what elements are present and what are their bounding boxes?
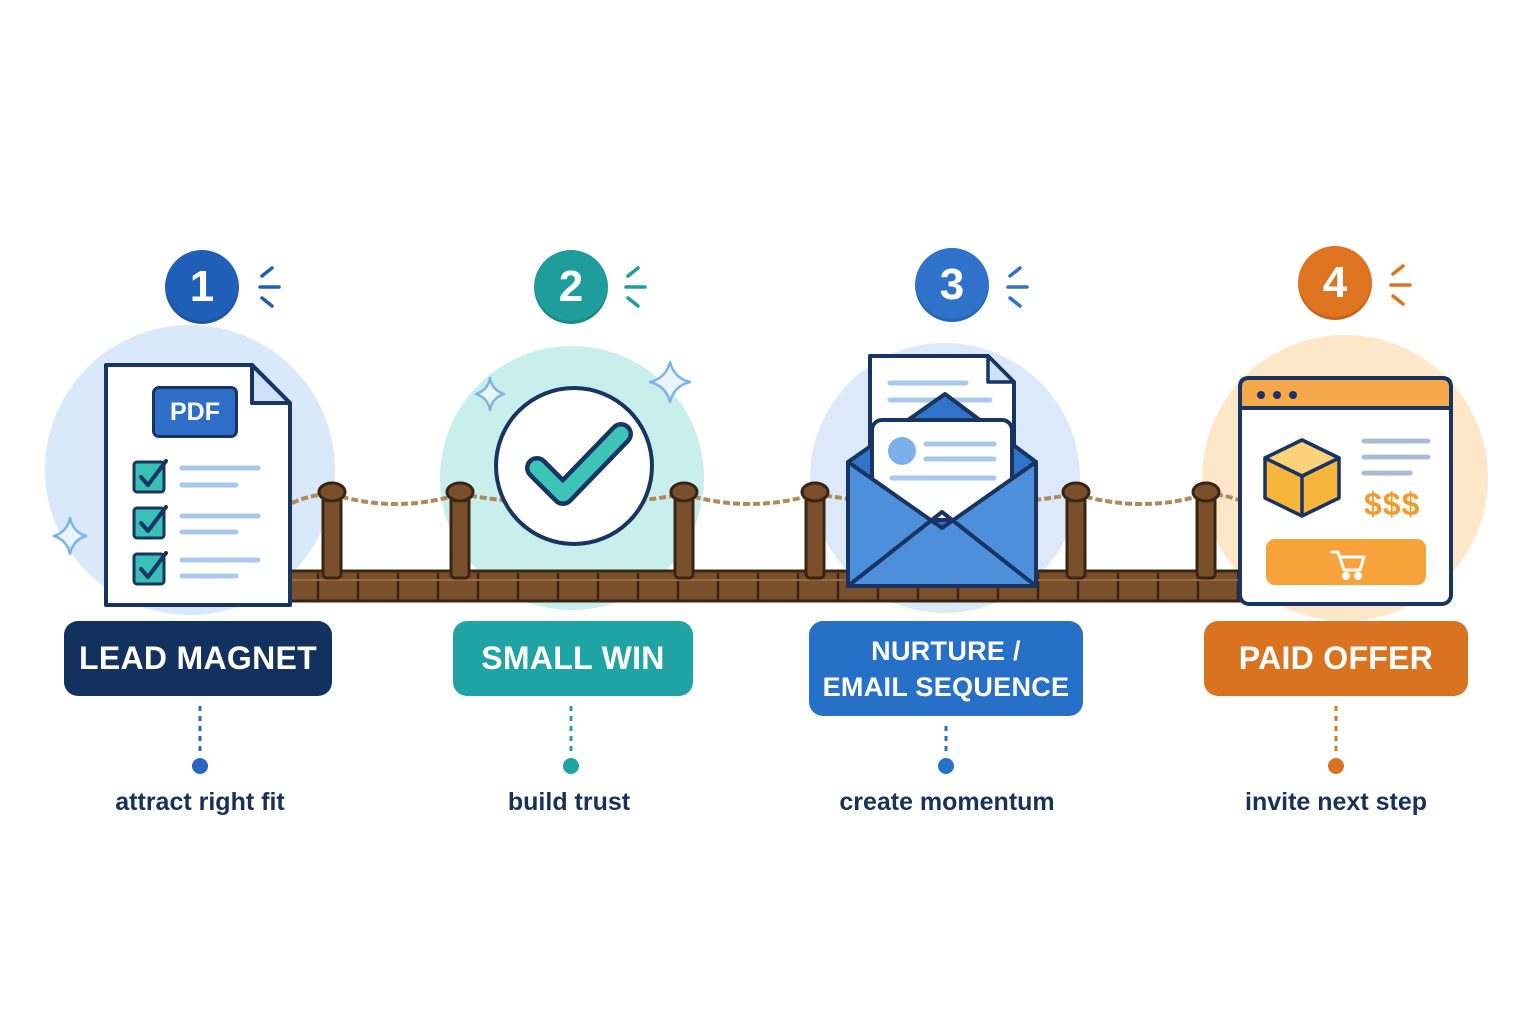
step-2-number: 2 bbox=[534, 250, 608, 324]
step-1-label: LEAD MAGNET bbox=[64, 621, 332, 696]
checkout-page-icon bbox=[1238, 376, 1453, 606]
sparkle-icon bbox=[52, 360, 692, 556]
step-3-label-line-1: NURTURE / bbox=[871, 635, 1021, 666]
pdf-badge: PDF bbox=[152, 386, 238, 438]
connector bbox=[192, 706, 1344, 774]
step-3-label-line-2: EMAIL SEQUENCE bbox=[822, 671, 1070, 702]
step-4-label: PAID OFFER bbox=[1204, 621, 1468, 696]
step-1-number: 1 bbox=[165, 250, 239, 324]
step-3-label: NURTURE / EMAIL SEQUENCE bbox=[809, 621, 1083, 716]
email-envelope-icon bbox=[846, 354, 1038, 588]
step-4-label-line: PAID OFFER bbox=[1238, 640, 1434, 676]
step-3-description: create momentum bbox=[839, 788, 1055, 816]
checkmark-circle-icon bbox=[494, 386, 654, 546]
step-4-description: invite next step bbox=[1245, 788, 1427, 816]
rope-bridge-icon bbox=[282, 481, 1262, 603]
step-4-number: 4 bbox=[1298, 246, 1372, 320]
step-3-number: 3 bbox=[915, 248, 989, 322]
step-2-description: build trust bbox=[507, 788, 631, 816]
step-2-label: SMALL WIN bbox=[453, 621, 693, 696]
step-1-label-line: LEAD MAGNET bbox=[79, 640, 317, 676]
price-label: $$$ bbox=[1364, 486, 1421, 522]
burst-lines-icon bbox=[258, 264, 1412, 308]
step-1-description: attract right fit bbox=[115, 788, 285, 816]
step-2-label-line: SMALL WIN bbox=[481, 640, 665, 676]
cart-icon bbox=[1330, 550, 1366, 580]
